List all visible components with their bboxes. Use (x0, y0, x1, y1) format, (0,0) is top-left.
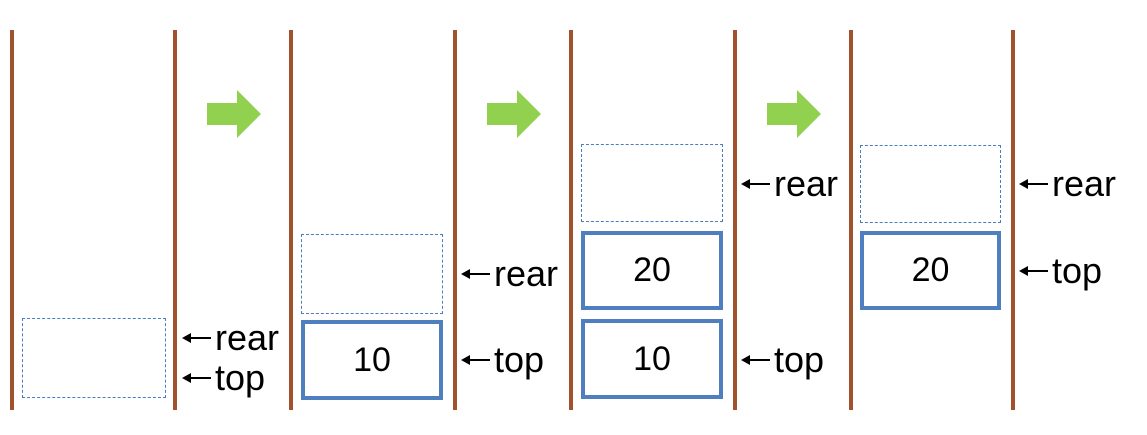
stage3-cell-1: 20 (581, 231, 723, 310)
stage1-top-pointer: top (182, 360, 265, 396)
stage3-right-wall (733, 30, 737, 410)
stage2-rear-label: rear (494, 253, 559, 294)
stage3-cell-0-value: 10 (633, 339, 671, 378)
stage1-right-wall (173, 30, 177, 410)
stage1-rear-label: rear (215, 317, 280, 358)
stage4-empty-slot (860, 145, 1001, 223)
stage3-top-pointer: top (741, 342, 824, 378)
stage2-cell-0: 10 (301, 320, 443, 400)
left-arrow-icon (461, 266, 491, 282)
stage2-rear-pointer: rear (461, 256, 558, 292)
left-arrow-icon (461, 352, 491, 368)
left-arrow-icon (182, 330, 212, 346)
stage3-cell-1-value: 20 (633, 251, 671, 289)
stage1-rear-pointer: rear (182, 320, 279, 356)
stage1-empty-slot (22, 318, 166, 398)
step-arrow-icon (487, 90, 541, 138)
left-arrow-icon (741, 352, 771, 368)
stage3-empty-slot (581, 144, 723, 222)
step-arrow-icon (767, 90, 821, 138)
stage3-rear-pointer: rear (741, 166, 838, 202)
step-arrow-icon (207, 90, 261, 138)
left-arrow-icon (741, 176, 771, 192)
stage4-rear-pointer: rear (1019, 166, 1116, 202)
stage2-right-wall (453, 30, 457, 410)
stage4-top-label: top (1052, 250, 1103, 291)
stage4-top-pointer: top (1019, 253, 1102, 289)
stage2-top-pointer: top (461, 342, 544, 378)
stage2-top-label: top (494, 339, 545, 380)
stage4-cell-0-value: 20 (911, 251, 950, 289)
stage2-left-wall (289, 30, 293, 410)
left-arrow-icon (1019, 263, 1049, 279)
stage3-left-wall (569, 30, 573, 410)
stage3-top-label: top (774, 339, 825, 380)
stage3-rear-label: rear (774, 163, 839, 204)
stage2-empty-slot (301, 234, 443, 314)
stage4-cell-0: 20 (860, 231, 1001, 310)
left-arrow-icon (182, 370, 212, 386)
stage4-left-wall (849, 30, 853, 410)
stage3-cell-0: 10 (581, 319, 723, 399)
stage4-right-wall (1011, 30, 1015, 410)
left-arrow-icon (1019, 176, 1049, 192)
stage1-top-label: top (215, 357, 266, 398)
stage2-cell-0-value: 10 (353, 340, 391, 379)
stage4-rear-label: rear (1052, 163, 1117, 204)
stage1-left-wall (10, 30, 14, 410)
